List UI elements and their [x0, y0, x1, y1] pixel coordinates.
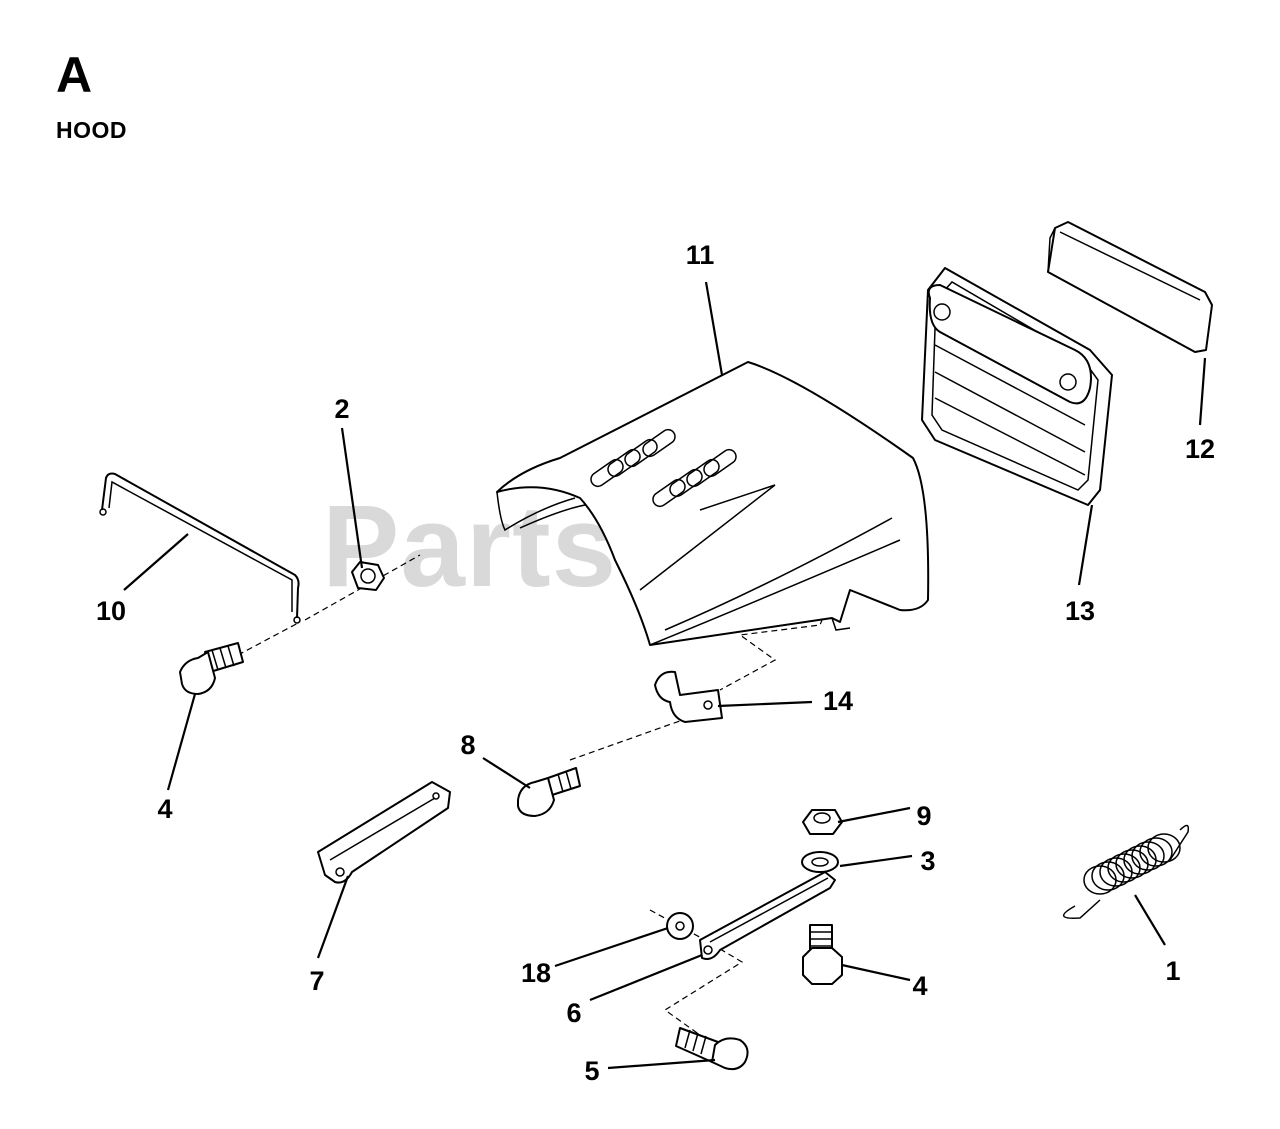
callout-18: 18: [521, 958, 551, 988]
callout-3: 3: [920, 846, 935, 876]
nut-part-9: [802, 809, 843, 835]
callout-9: 9: [916, 801, 931, 831]
support-rod-part: [99, 472, 301, 624]
bolt-part-4-left: [179, 642, 244, 695]
assembly-line-clip: [569, 711, 706, 761]
bolt-part-4-right: [802, 924, 843, 985]
assembly-line-hood-bracket: [719, 599, 831, 691]
callout-11: 11: [686, 240, 715, 270]
callout-2: 2: [334, 394, 349, 424]
callout-13: 13: [1065, 596, 1095, 626]
section-letter: A: [56, 47, 93, 103]
emblem-plate-part: [1047, 221, 1213, 353]
hood-vent-slots: [590, 428, 737, 508]
callout-numbers: 11 2 10 4 12 13 14 8 9 3 7 18 6 4 5 1: [96, 240, 1215, 1086]
assembly-line-rod: [237, 621, 301, 656]
spring-coils: [1083, 833, 1181, 895]
callout-8: 8: [460, 730, 475, 760]
leader-lines: [123, 281, 1207, 1070]
bolt-part-8: [517, 767, 581, 817]
washer-part-18: [666, 912, 694, 940]
hinge-strap-part-7: [317, 781, 451, 884]
grille-part: [921, 267, 1113, 506]
callout-7: 7: [309, 966, 324, 996]
hood-part: [496, 361, 930, 646]
callout-4-right: 4: [912, 971, 927, 1001]
nut-part-2: [351, 561, 385, 591]
bolt-part-5: [675, 1027, 749, 1071]
callout-10: 10: [96, 596, 126, 626]
spring-part: [1063, 824, 1190, 919]
callout-6: 6: [566, 998, 581, 1028]
callout-5: 5: [584, 1056, 599, 1086]
callout-14: 14: [823, 686, 853, 716]
callout-4-left: 4: [157, 794, 172, 824]
hinge-strap-part-6: [699, 871, 836, 960]
assembly-line-nut: [304, 554, 421, 621]
callout-12: 12: [1185, 434, 1215, 464]
washer-part-3: [801, 851, 839, 873]
section-title: HOOD: [56, 117, 127, 143]
callout-1: 1: [1165, 956, 1180, 986]
hood-bracket-part: [654, 670, 723, 723]
